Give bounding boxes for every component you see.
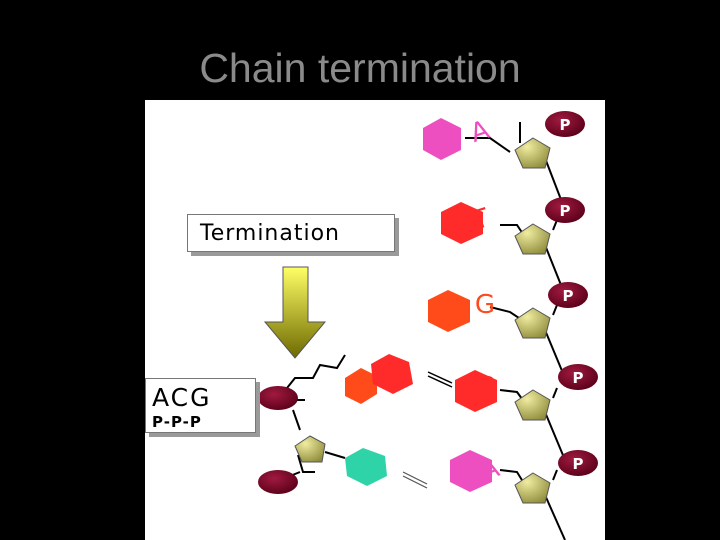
left-phosphate-top bbox=[258, 386, 298, 410]
left-phosphate-bottom bbox=[258, 470, 298, 494]
base-c: C bbox=[455, 370, 497, 412]
phosphate-3: P bbox=[548, 282, 588, 308]
base-t: T bbox=[441, 202, 493, 244]
svg-text:P: P bbox=[560, 116, 571, 134]
phosphate-4: P bbox=[558, 364, 598, 390]
left-base-red bbox=[371, 354, 413, 394]
down-arrow-icon bbox=[263, 266, 327, 359]
acg-label: ACG bbox=[152, 383, 212, 412]
svg-text:A: A bbox=[467, 115, 493, 149]
sugar-4 bbox=[514, 389, 551, 421]
hydrogen-bond-1 bbox=[427, 371, 453, 388]
sugar-5 bbox=[514, 472, 551, 504]
left-base-orange bbox=[345, 368, 377, 404]
sugar-3 bbox=[514, 307, 551, 339]
phosphate-5: P bbox=[558, 450, 598, 476]
svg-text:P: P bbox=[573, 369, 584, 387]
svg-text:P: P bbox=[560, 202, 571, 220]
base-a-bottom: A bbox=[450, 450, 503, 492]
left-sugar bbox=[294, 435, 326, 463]
phosphate-1: P bbox=[545, 111, 585, 137]
svg-text:G: G bbox=[475, 290, 495, 320]
phosphate-2: P bbox=[545, 197, 585, 223]
sugar-1 bbox=[514, 137, 551, 169]
diagram-panel: P P P P P A T G bbox=[145, 100, 605, 540]
termination-label: Termination bbox=[187, 214, 395, 252]
acg-label-box: ACG P-P-P bbox=[145, 378, 256, 433]
base-g: G bbox=[428, 290, 495, 332]
hydrogen-bond-2 bbox=[402, 471, 428, 489]
base-a-top: A bbox=[423, 115, 493, 160]
diagram-svg: P P P P P A T G bbox=[258, 111, 598, 540]
sugar-2 bbox=[514, 223, 551, 255]
slide-title: Chain termination bbox=[199, 45, 521, 91]
svg-text:P: P bbox=[573, 455, 584, 473]
left-base-cyan bbox=[324, 448, 387, 486]
svg-text:P: P bbox=[563, 287, 574, 305]
ppp-label: P-P-P bbox=[152, 413, 202, 431]
svg-text:C: C bbox=[476, 372, 494, 402]
